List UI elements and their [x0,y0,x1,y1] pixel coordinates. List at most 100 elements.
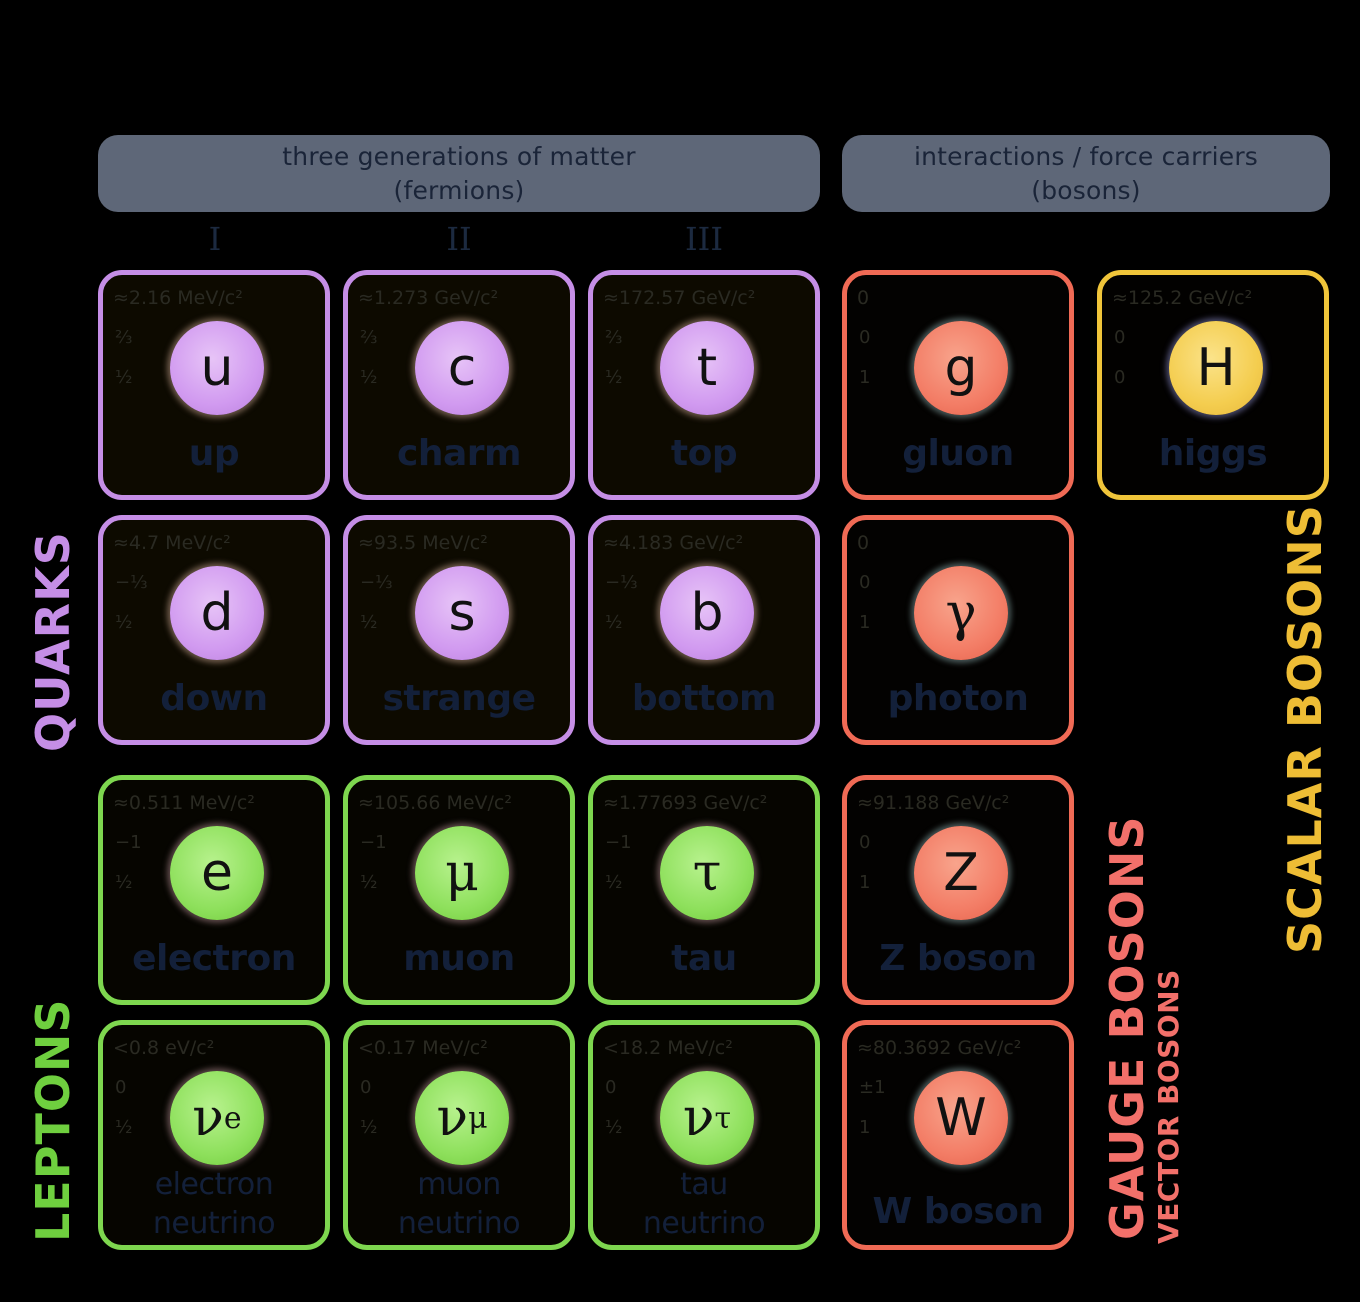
particle-symbol: H [1169,321,1263,415]
spin-label: 1 [859,612,871,633]
mass-label: ≈91.188 GeV/c² [857,792,1010,814]
particle-card-up: ≈2.16 MeV/c² ⅔ ½ u up [98,270,330,500]
symbol-main: ν [682,1088,715,1148]
charge-label: 0 [859,832,871,853]
mass-label: 0 [857,287,870,309]
fermions-header: three generations of matter (fermions) [98,135,820,212]
charge-label: −1 [360,832,387,853]
spin-label: ½ [605,872,623,893]
spin-label: ½ [115,612,133,633]
charge-label: ⅔ [115,327,133,348]
spin-label: ½ [115,1117,133,1138]
particle-card-down: ≈4.7 MeV/c² −⅓ ½ d down [98,515,330,745]
quarks-label: QUARKS [26,531,80,752]
particle-card-z-boson: ≈91.188 GeV/c² 0 1 Z Z boson [842,775,1074,1005]
mass-label: ≈172.57 GeV/c² [603,287,756,309]
spin-label: ½ [360,1117,378,1138]
particle-name: electron neutrino [103,1165,325,1243]
mass-label: ≈2.16 MeV/c² [113,287,243,309]
particle-name-line2: neutrino [152,1206,276,1241]
leptons-label: LEPTONS [26,998,80,1242]
spin-label: ½ [605,367,623,388]
particle-symbol: g [914,321,1008,415]
mass-label: <18.2 MeV/c² [603,1037,733,1059]
spin-label: ½ [360,872,378,893]
particle-card-tau: ≈1.77693 GeV/c² −1 ½ τ tau [588,775,820,1005]
spin-label: 1 [859,872,871,893]
particle-name-line1: electron [154,1167,274,1202]
vector-bosons-label: VECTOR BOSONS [1152,969,1185,1244]
particle-name: muon [403,938,515,979]
charge-label: ±1 [859,1077,886,1098]
particle-symbol: Z [914,826,1008,920]
charge-label: −⅓ [360,572,393,593]
generation-3-label: III [685,220,723,258]
charge-label: ⅔ [360,327,378,348]
particle-symbol: b [660,566,754,660]
spin-label: 0 [1114,367,1126,388]
scalar-bosons-label: SCALAR BOSONS [1278,504,1332,954]
spin-label: ½ [360,367,378,388]
particle-name-line1: tau [680,1167,728,1202]
charge-label: 0 [859,327,871,348]
particle-card-muon: ≈105.66 MeV/c² −1 ½ μ muon [343,775,575,1005]
particle-card-strange: ≈93.5 MeV/c² −⅓ ½ s strange [343,515,575,745]
particle-card-w-boson: ≈80.3692 GeV/c² ±1 1 W W boson [842,1020,1074,1250]
particle-name: photon [887,678,1029,719]
particle-name: gluon [902,433,1014,474]
bosons-header-line2: (bosons) [1031,175,1141,205]
particle-name: Z boson [879,938,1037,979]
particle-symbol: e [170,826,264,920]
generation-1-label: I [208,220,222,258]
charge-label: ⅔ [605,327,623,348]
symbol-main: ν [436,1088,469,1148]
particle-card-higgs: ≈125.2 GeV/c² 0 0 H higgs [1097,270,1329,500]
bosons-header: interactions / force carriers (bosons) [842,135,1330,212]
particle-name: top [670,433,738,474]
generation-2-label: II [446,220,472,258]
mass-label: <0.8 eV/c² [113,1037,215,1059]
spin-label: ½ [360,612,378,633]
mass-label: 0 [857,532,870,554]
particle-symbol: d [170,566,264,660]
particle-symbol: s [415,566,509,660]
particle-name: electron [132,938,296,979]
mass-label: <0.17 MeV/c² [358,1037,488,1059]
particle-symbol: u [170,321,264,415]
bosons-header-line1: interactions / force carriers [913,141,1259,171]
charge-label: 0 [605,1077,617,1098]
particle-card-electron: ≈0.511 MeV/c² −1 ½ e electron [98,775,330,1005]
mass-label: ≈4.183 GeV/c² [603,532,744,554]
particle-name: W boson [872,1191,1044,1232]
particle-name-line1: muon [417,1167,501,1202]
particle-symbol: t [660,321,754,415]
symbol-subscript: e [223,1100,242,1136]
symbol-subscript: μ [468,1100,488,1136]
mass-label: ≈93.5 MeV/c² [358,532,488,554]
mass-label: ≈105.66 MeV/c² [358,792,512,814]
spin-label: ½ [115,872,133,893]
fermions-header-line2: (fermions) [393,175,525,205]
spin-label: 1 [859,1117,871,1138]
particle-card-bottom: ≈4.183 GeV/c² −⅓ ½ b bottom [588,515,820,745]
particle-name: bottom [631,678,777,719]
particle-symbol: μ [415,826,509,920]
particle-name: higgs [1158,433,1268,474]
particle-name: down [160,678,268,719]
particle-name: tau [671,938,737,979]
mass-label: ≈125.2 GeV/c² [1112,287,1253,309]
particle-symbol: W [914,1071,1008,1165]
spin-label: 1 [859,367,871,388]
fermions-header-line1: three generations of matter [282,141,636,171]
charge-label: −⅓ [605,572,638,593]
particle-name: up [188,433,240,474]
symbol-main: ν [192,1088,224,1148]
charge-label: 0 [115,1077,127,1098]
mass-label: ≈80.3692 GeV/c² [857,1037,1022,1059]
